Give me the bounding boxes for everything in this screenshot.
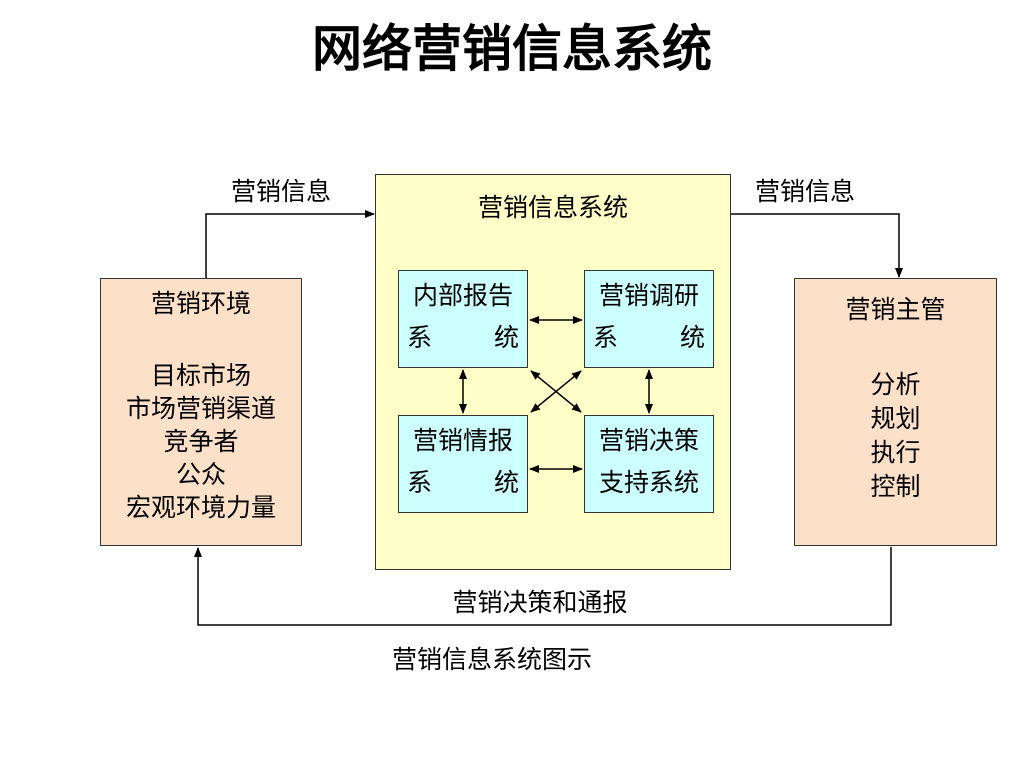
arrow-research-intel <box>530 370 582 413</box>
page-title: 网络营销信息系统 <box>312 20 712 78</box>
env-item: 竞争者 <box>163 427 239 456</box>
env-item: 市场营销渠道 <box>125 394 276 423</box>
info-out-label: 营销信息 <box>755 177 856 206</box>
mgr-item: 执行 <box>870 438 921 467</box>
sub-label: 系 <box>407 468 433 497</box>
sub-label: 统 <box>679 323 705 352</box>
sub-label: 营销情报 <box>412 426 513 455</box>
sub-label: 支持系统 <box>598 468 699 497</box>
arrow-mis-to-manager <box>731 213 903 278</box>
mgr-title: 营销主管 <box>845 295 946 324</box>
arrow-env-to-mis <box>205 210 375 278</box>
sub-label: 系 <box>593 323 619 352</box>
mgr-item: 规划 <box>870 404 921 433</box>
mgr-item: 控制 <box>870 472 921 501</box>
mis-title: 营销信息系统 <box>477 193 628 222</box>
info-in-label: 营销信息 <box>231 177 332 206</box>
env-item: 公众 <box>175 460 226 489</box>
marketing-intelligence-system: 营销情报 系 统 <box>398 415 528 513</box>
sub-label: 统 <box>493 468 519 497</box>
env-title: 营销环境 <box>150 289 251 318</box>
env-item: 目标市场 <box>150 361 251 390</box>
figure-caption: 营销信息系统图示 <box>391 645 592 674</box>
internal-report-system: 内部报告 系 统 <box>398 270 528 368</box>
sub-label: 系 <box>407 323 433 352</box>
marketing-environment-box: 营销环境 目标市场 市场营销渠道 竞争者 公众 宏观环境力量 <box>100 278 302 546</box>
decision-support-system: 营销决策 支持系统 <box>584 415 714 513</box>
feedback-label: 营销决策和通报 <box>452 588 628 617</box>
sub-label: 营销决策 <box>598 426 699 455</box>
sub-label: 营销调研 <box>598 281 699 310</box>
sub-label: 统 <box>493 323 519 352</box>
marketing-manager-box: 营销主管 分析 规划 执行 控制 <box>794 278 997 546</box>
mgr-item: 分析 <box>870 370 921 399</box>
arrow-feedback <box>194 547 892 626</box>
marketing-research-system: 营销调研 系 统 <box>584 270 714 368</box>
env-item: 宏观环境力量 <box>125 493 276 522</box>
sub-label: 内部报告 <box>412 281 513 310</box>
